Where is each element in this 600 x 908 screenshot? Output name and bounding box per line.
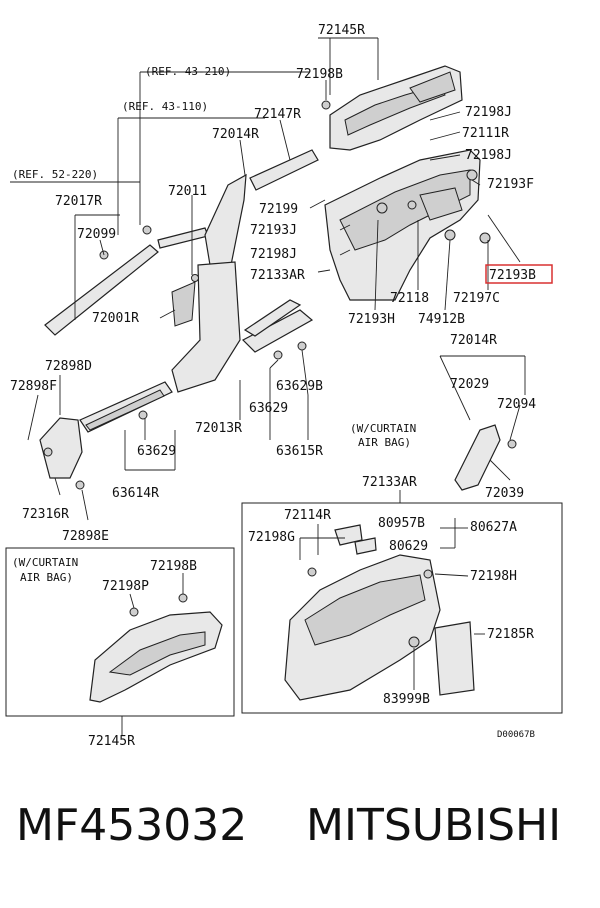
label-72017R: 72017R — [55, 194, 102, 209]
lower-pillar-trim-72013R — [171, 261, 241, 393]
label-curtain-a-line1: (W/CURTAIN — [350, 422, 416, 435]
label-72094: 72094 — [497, 397, 536, 412]
pillar-trim-72147R — [249, 149, 319, 191]
scuff-plates — [79, 299, 314, 433]
label-ref-43-210: (REF. 43-210) — [145, 65, 231, 78]
label-72199: 72199 — [259, 202, 298, 217]
label-72198P: 72198P — [102, 579, 149, 594]
label-72316R: 72316R — [22, 507, 69, 522]
label-72133AR-b: 72133AR — [362, 475, 417, 490]
label-63629B: 63629B — [276, 379, 323, 394]
label-72001R: 72001R — [92, 311, 139, 326]
label-72185R: 72185R — [487, 627, 534, 642]
label-72029: 72029 — [450, 377, 489, 392]
airbag-detail-box-right — [241, 502, 563, 714]
label-72133AR-a: 72133AR — [250, 268, 305, 283]
label-72111R: 72111R — [462, 126, 509, 141]
part-number: MF453032 — [16, 800, 248, 851]
label-72198J-b: 72198J — [465, 148, 512, 163]
label-72145R-bottom: 72145R — [88, 734, 135, 749]
highlight-box-72193B — [485, 264, 553, 284]
label-72197C: 72197C — [453, 291, 500, 306]
label-72013R: 72013R — [195, 421, 242, 436]
label-72898D: 72898D — [45, 359, 92, 374]
label-83999B: 83999B — [383, 692, 430, 707]
label-72099: 72099 — [77, 227, 116, 242]
upper-quarter-trim-airbag — [89, 611, 223, 703]
label-72193H: 72193H — [348, 312, 395, 327]
parts-diagram: 72145R (REF. 43-210) 72198B (REF. 43-110… — [5, 23, 563, 749]
leader-lines — [10, 37, 526, 521]
label-72118: 72118 — [390, 291, 429, 306]
label-63614R: 63614R — [112, 486, 159, 501]
label-72039: 72039 — [485, 486, 524, 501]
rear-quarter-upper-trim — [329, 65, 463, 151]
label-ref-52-220: (REF. 52-220) — [12, 168, 98, 181]
label-72198B-b: 72198B — [150, 559, 197, 574]
label-curtain-b-line2: AIR BAG) — [20, 571, 73, 584]
label-72198G: 72198G — [248, 530, 295, 545]
kick-panel-72316R — [39, 417, 83, 479]
label-80957B: 80957B — [378, 516, 425, 531]
label-72198H: 72198H — [470, 569, 517, 584]
pillar-trim-72014R-side — [454, 424, 501, 491]
label-72898F: 72898F — [10, 379, 57, 394]
label-curtain-a-line2: AIR BAG) — [358, 436, 411, 449]
label-80627A: 80627A — [470, 520, 517, 535]
airbag-detail-box-left — [5, 547, 235, 717]
label-63615R: 63615R — [276, 444, 323, 459]
label-72014R-b: 72014R — [450, 333, 497, 348]
label-72145R-top: 72145R — [318, 23, 365, 38]
label-72198J-a: 72198J — [465, 105, 512, 120]
label-80629: 80629 — [389, 539, 428, 554]
label-72147R: 72147R — [254, 107, 301, 122]
label-63629-b: 63629 — [137, 444, 176, 459]
footer: MF453032 MITSUBISHI — [0, 800, 600, 880]
clips — [43, 100, 517, 490]
label-curtain-b-line1: (W/CURTAIN — [12, 556, 78, 569]
label-72193F: 72193F — [487, 177, 534, 192]
label-63629-a: 63629 — [249, 401, 288, 416]
label-72198J-c: 72198J — [250, 247, 297, 262]
label-72014R-a: 72014R — [212, 127, 259, 142]
label-72198B-top: 72198B — [296, 67, 343, 82]
diagram-code: D00067B — [497, 730, 535, 740]
label-74912B: 74912B — [418, 312, 465, 327]
label-72193J: 72193J — [250, 223, 297, 238]
label-72011: 72011 — [168, 184, 207, 199]
rear-quarter-trim-main — [324, 149, 481, 301]
label-72114R: 72114R — [284, 508, 331, 523]
label-72898E: 72898E — [62, 529, 109, 544]
front-pillar-trim-72017R — [44, 227, 209, 336]
label-ref-43-110: (REF. 43-110) — [122, 100, 208, 113]
label-72193B: 72193B — [489, 268, 536, 283]
brand-name: MITSUBISHI — [306, 800, 562, 851]
rear-quarter-trim-airbag — [284, 524, 475, 701]
